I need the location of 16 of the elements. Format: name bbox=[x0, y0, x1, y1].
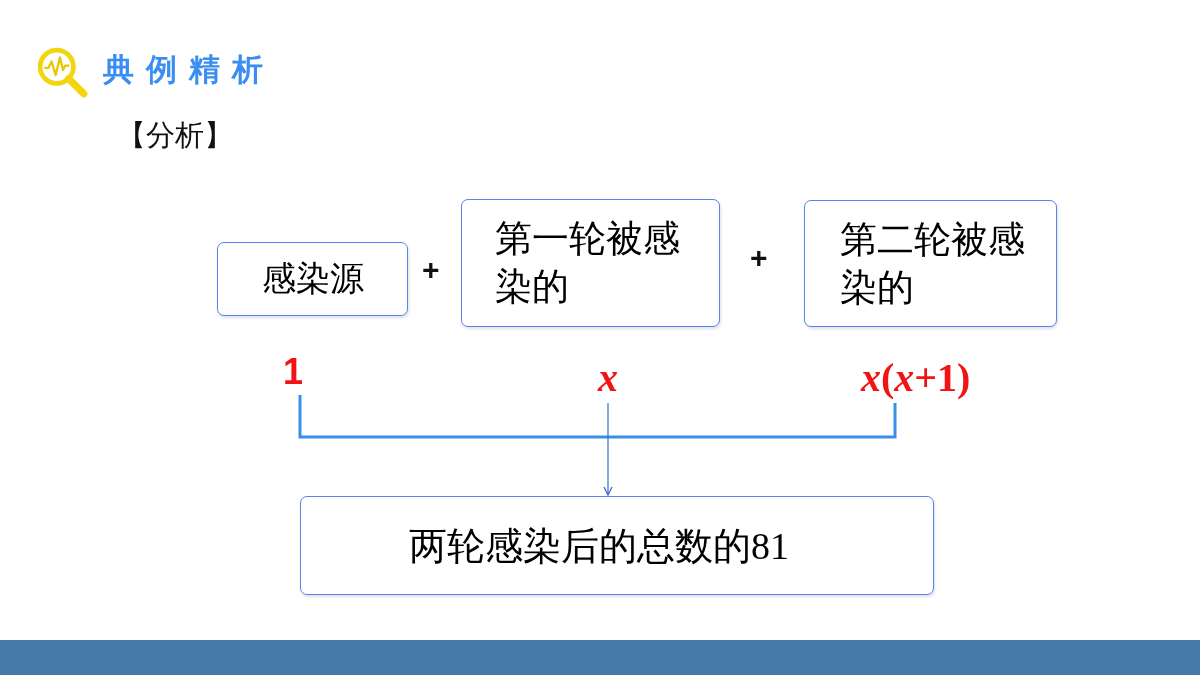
node-text: 第二轮被感染的 bbox=[840, 217, 1026, 310]
rounded-box bbox=[461, 199, 720, 327]
plus-sign: + bbox=[422, 255, 440, 285]
math-label: x bbox=[598, 358, 618, 398]
node-text: 感染源 bbox=[261, 259, 364, 299]
node-text: 第一轮被感染的 bbox=[495, 217, 681, 309]
slide-title: 典例精析 bbox=[103, 54, 275, 85]
node-text: 两轮感染后的总数的81 bbox=[409, 523, 789, 569]
section-heading: 【分析】 bbox=[117, 121, 233, 150]
bracket-arrow bbox=[298, 395, 897, 496]
plus-sign: + bbox=[750, 243, 768, 273]
rounded-box bbox=[804, 200, 1057, 327]
math-label: 1 bbox=[283, 354, 304, 390]
rounded-box bbox=[300, 496, 934, 595]
math-label: x(x+1) bbox=[861, 358, 971, 398]
rounded-box bbox=[217, 242, 408, 316]
